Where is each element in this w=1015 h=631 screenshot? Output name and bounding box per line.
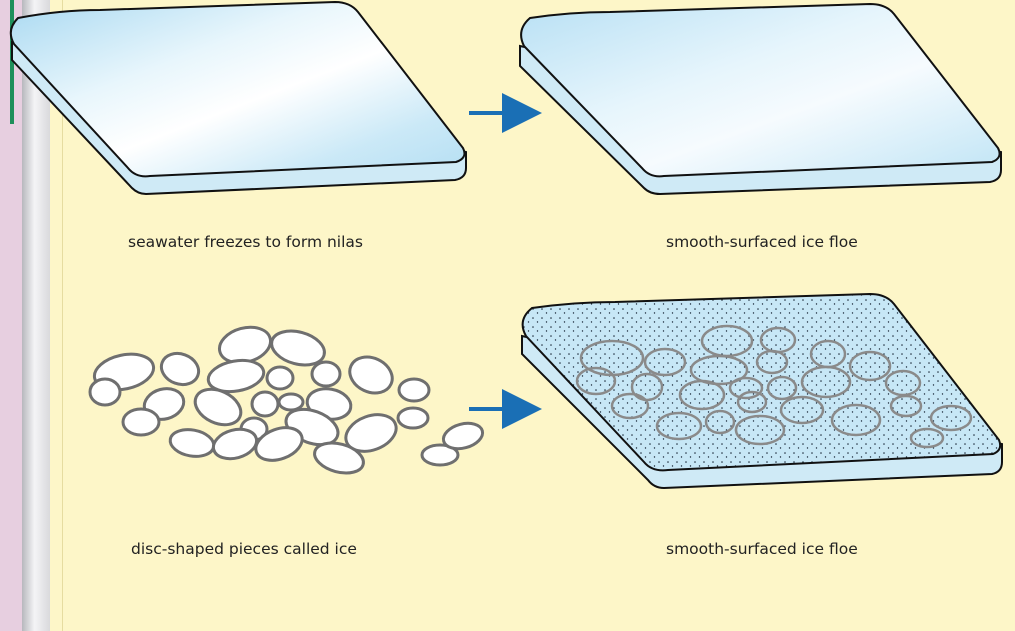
caption-disc-pieces: disc-shaped pieces called ice	[131, 540, 357, 558]
ice-floe-slab-bottom	[522, 294, 1002, 488]
caption-ice-floe-top: smooth-surfaced ice floe	[666, 233, 858, 251]
caption-ice-floe-bottom: smooth-surfaced ice floe	[666, 540, 858, 558]
caption-nilas: seawater freezes to form nilas	[128, 233, 363, 251]
ice-discs-cluster	[90, 322, 485, 478]
ice-floe-slab-top	[520, 4, 1001, 194]
nilas-slab	[11, 2, 466, 194]
